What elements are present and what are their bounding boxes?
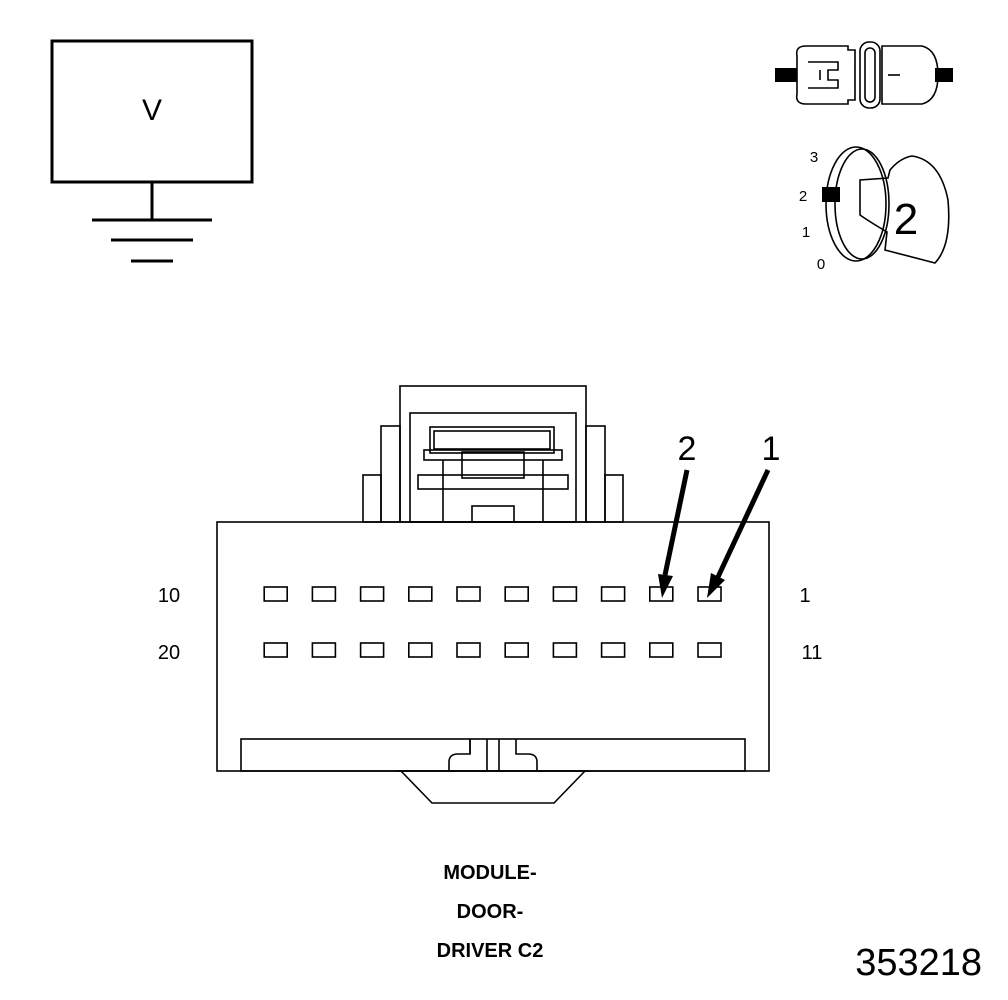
connector-pin-grid xyxy=(263,586,722,658)
pin-cavity-19 xyxy=(311,642,337,658)
arrow-head xyxy=(658,574,673,598)
terminal-probe-icon xyxy=(775,41,953,109)
connector-name-line-2: DOOR- xyxy=(456,901,524,923)
pin-cavity-16 xyxy=(456,642,481,658)
connector-body xyxy=(216,385,770,804)
pin-cavity-4 xyxy=(552,586,578,602)
pin-cavity-17 xyxy=(407,642,433,658)
selector-marker xyxy=(822,187,840,202)
pin-cavity-3 xyxy=(600,586,626,602)
pin-cavity-7 xyxy=(407,586,433,602)
pin-cavity-5 xyxy=(504,586,530,602)
pin-cavity-18 xyxy=(359,642,385,658)
callout-label-1: 1 xyxy=(762,430,781,468)
pin-cavity-12 xyxy=(648,642,674,658)
row-label-top-right: 1 xyxy=(799,585,810,607)
selector-knob xyxy=(859,155,950,264)
connector-name-line-3: DRIVER C2 xyxy=(436,940,544,962)
pin-cavity-15 xyxy=(504,642,530,658)
connector-name-line-1: MODULE- xyxy=(443,862,537,884)
arrow-head xyxy=(707,573,725,598)
row-label-bottom-left: 20 xyxy=(158,642,180,664)
voltmeter-label: V xyxy=(142,94,162,127)
pin-cavity-20 xyxy=(263,642,289,658)
selector-position-0: 0 xyxy=(817,256,825,273)
row-label-bottom-right: 11 xyxy=(802,642,823,664)
selector-position-1: 1 xyxy=(802,224,810,241)
callout-label-2: 2 xyxy=(678,430,697,468)
pin-cavity-8 xyxy=(359,586,385,602)
pin-cavity-14 xyxy=(552,642,578,658)
figure-number: 353218 xyxy=(855,942,982,984)
pin-cavity-6 xyxy=(456,586,481,602)
pin-cavity-10 xyxy=(263,586,289,602)
selector-position-2: 2 xyxy=(799,188,807,205)
rotary-selector-icon: 3 2 1 0 2 xyxy=(799,146,950,273)
voltmeter-symbol: V xyxy=(50,39,254,263)
pin-cavity-9 xyxy=(311,586,337,602)
row-label-top-left: 10 xyxy=(158,585,180,607)
pin-cavity-13 xyxy=(600,642,626,658)
selector-knob-label: 2 xyxy=(894,195,918,244)
pin-cavity-11 xyxy=(697,642,722,658)
selector-position-3: 3 xyxy=(810,149,818,166)
callout-pin-2: 2 xyxy=(658,430,696,598)
callout-pin-1: 1 xyxy=(707,430,780,598)
